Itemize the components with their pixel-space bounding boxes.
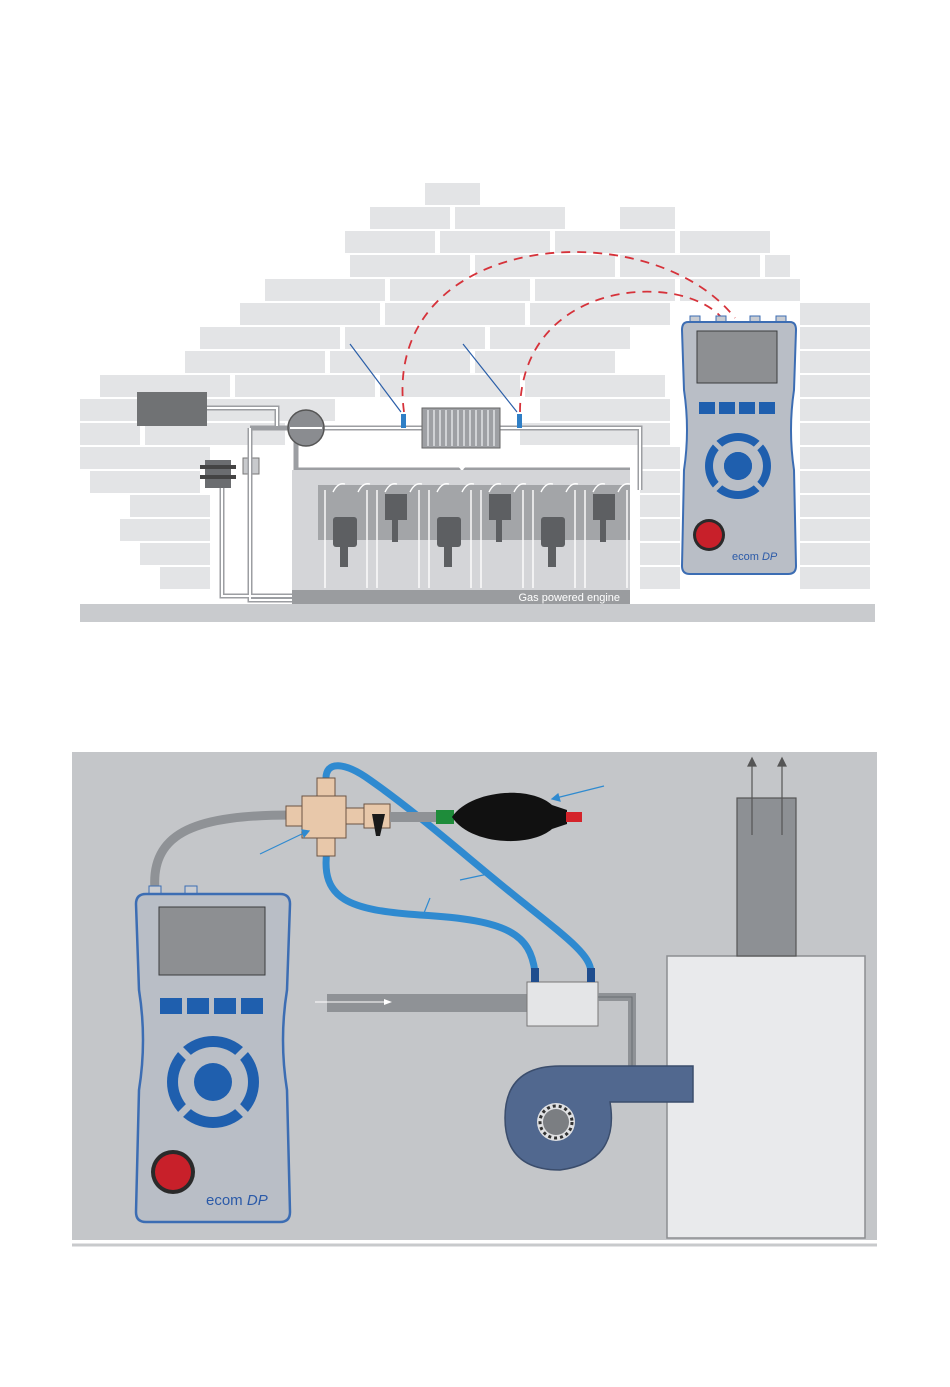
directional-pad[interactable] bbox=[167, 1036, 259, 1128]
directional-pad[interactable] bbox=[705, 433, 771, 499]
floor bbox=[80, 604, 875, 622]
analyzer-device-top: ecom DP bbox=[682, 316, 796, 574]
chimney bbox=[737, 798, 796, 956]
analyzer-device-bottom: ecom DP bbox=[136, 886, 290, 1222]
turbocharger-icon bbox=[288, 410, 324, 446]
device-screen bbox=[697, 331, 777, 383]
power-button[interactable] bbox=[693, 519, 725, 551]
pressure-chamber bbox=[527, 982, 598, 1026]
power-button[interactable] bbox=[151, 1150, 195, 1194]
blower-measurement-diagram: ecom DP bbox=[0, 700, 950, 1300]
boiler bbox=[667, 956, 865, 1238]
catalytic-converter bbox=[422, 408, 500, 448]
engine-label: Gas powered engine bbox=[518, 592, 620, 604]
probe-port-inlet bbox=[401, 414, 406, 428]
air-intake-duct bbox=[327, 994, 529, 1012]
control-box bbox=[137, 392, 207, 426]
device-screen bbox=[159, 907, 265, 975]
device-logo: ecom DP bbox=[732, 551, 778, 563]
filter-icon bbox=[200, 460, 236, 488]
probe-port-outlet bbox=[517, 414, 522, 428]
engine-measurement-diagram: Gas powered engine ecom DP bbox=[0, 0, 950, 660]
engine-block: Gas powered engine bbox=[292, 470, 630, 604]
bulb-connector bbox=[390, 812, 436, 822]
device-logo: ecom DP bbox=[206, 1192, 268, 1209]
